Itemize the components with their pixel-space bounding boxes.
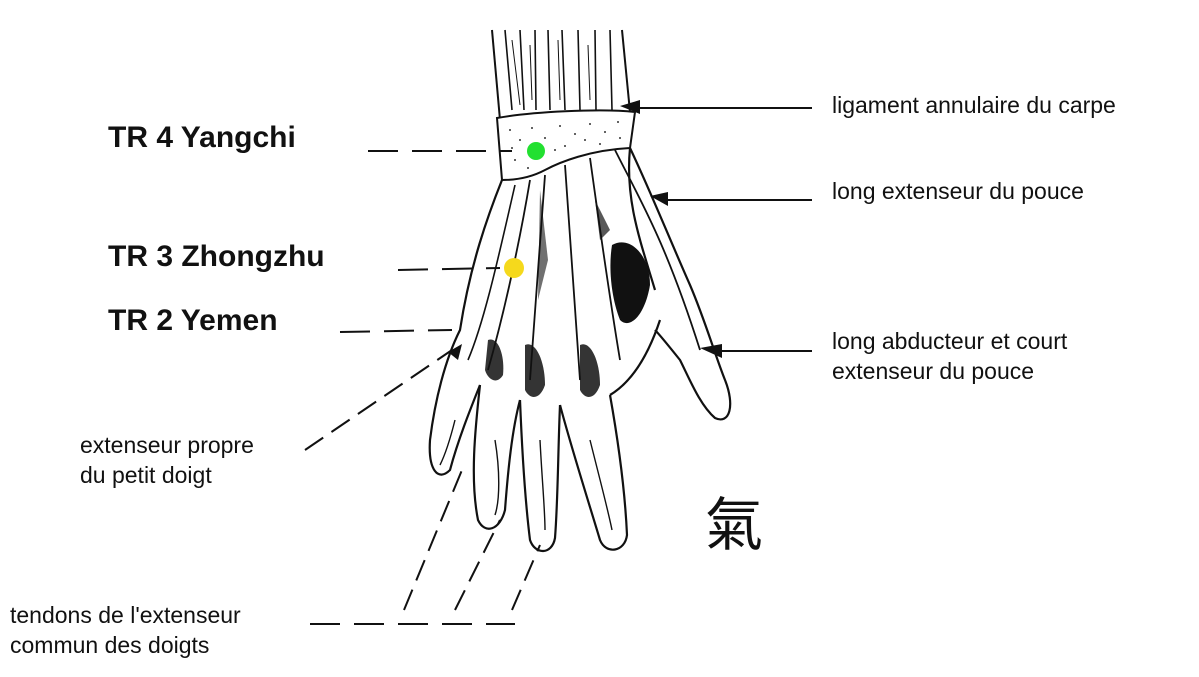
- abductor-thumb-label: long abducteur et court extenseur du pou…: [832, 326, 1067, 386]
- tr2-label: TR 2 Yemen: [108, 304, 278, 337]
- little-finger-extensor-label: extenseur propre du petit doigt: [80, 430, 254, 490]
- abductor-line-2: extenseur du pouce: [832, 358, 1035, 384]
- carpal-ligament-band: [495, 109, 637, 182]
- long-extensor-thumb-label: long extenseur du pouce: [832, 178, 1084, 204]
- leader-lines-points: [304, 150, 541, 625]
- tr4-point-marker: [527, 142, 545, 160]
- leader-lines-right: [640, 107, 812, 352]
- tr4-label: TR 4 Yangchi: [108, 121, 296, 154]
- tendons-line-2: commun des doigts: [10, 632, 210, 658]
- pointer-arrows: [448, 100, 722, 360]
- ligament-label: ligament annulaire du carpe: [832, 92, 1116, 118]
- tr3-label: TR 3 Zhongzhu: [108, 240, 325, 273]
- forearm-illustration: [491, 29, 631, 121]
- common-extensor-tendons-label: tendons de l'extenseur commun des doigts: [10, 600, 241, 660]
- little-finger-line-1: extenseur propre: [80, 432, 254, 458]
- tendons-line-1: tendons de l'extenseur: [10, 602, 241, 628]
- tr3-point-marker: [504, 258, 524, 278]
- abductor-line-1: long abducteur et court: [832, 328, 1068, 354]
- qi-calligraphy: 氣: [705, 491, 763, 559]
- little-finger-line-2: du petit doigt: [80, 462, 212, 488]
- muscle-shading: [485, 190, 650, 397]
- hand-illustration: [428, 147, 732, 553]
